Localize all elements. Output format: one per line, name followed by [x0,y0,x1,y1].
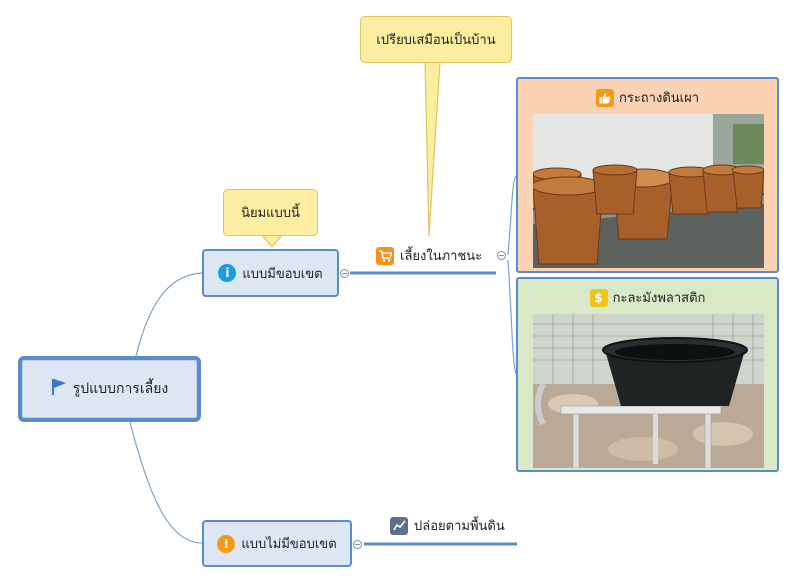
callout-popular[interactable]: นิยมแบบนี้ [223,189,318,236]
topic-unbounded-label: แบบไม่มีขอบเขต [241,537,337,552]
plastic-basin-photo [533,314,764,468]
topic-unbounded[interactable]: ! แบบไม่มีขอบเขต [202,520,352,567]
chart-icon [390,516,408,535]
thumbs-up-icon [595,88,614,107]
topic-bounded[interactable]: i แบบมีขอบเขต [202,249,339,297]
card-plastic-label: กะละมังพลาสติก [612,291,706,306]
card-clay-title: กระถางดินเผา [518,87,777,108]
subtopic-ground[interactable]: ปล่อยตามพื้นดิน [390,515,505,536]
root-topic[interactable]: รูปแบบการเลี้ยง [18,356,201,422]
flag-icon [51,378,67,400]
cart-icon [376,246,394,265]
card-clay-pot[interactable]: กระถางดินเผา [516,77,779,273]
info-icon: i [218,264,237,282]
card-plastic-basin[interactable]: $ กะละมังพลาสติก [516,277,779,472]
callout-house[interactable]: เปรียบเสมือนเป็นบ้าน [360,16,512,63]
card-clay-label: กระถางดินเผา [618,91,700,106]
topic-bounded-label: แบบมีขอบเขต [242,266,323,282]
callout-popular-text: นิยมแบบนี้ [241,206,300,221]
root-label: รูปแบบการเลี้ยง [72,381,169,397]
callout-house-text: เปรียบเสมือนเป็นบ้าน [376,33,496,48]
subtopic-ground-label: ปล่อยตามพื้นดิน [414,519,505,534]
warning-icon: ! [217,534,236,553]
subtopic-container[interactable]: เลี้ยงในภาชนะ [376,245,482,266]
card-plastic-title: $ กะละมังพลาสติก [518,287,777,308]
collapse-toggle-bounded[interactable] [340,269,349,278]
collapse-toggle-unbounded[interactable] [353,540,362,549]
collapse-toggle-container[interactable] [497,251,506,260]
subtopic-container-label: เลี้ยงในภาชนะ [400,249,483,264]
clay-pots-photo [533,114,764,268]
dollar-icon: $ [589,288,608,307]
